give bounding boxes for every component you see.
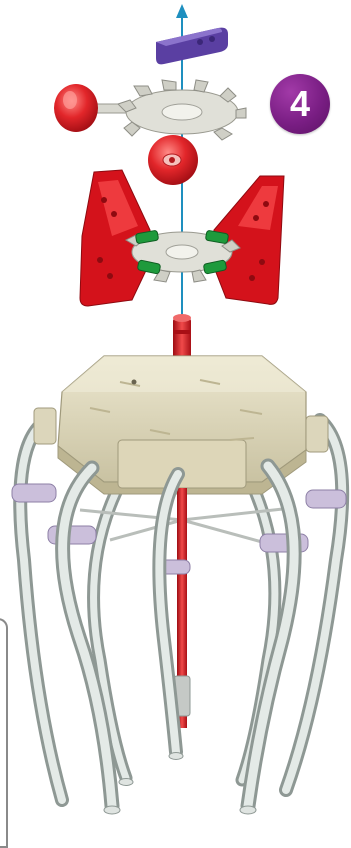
red-bushing-part	[54, 84, 98, 132]
step-number-badge: 4	[270, 74, 330, 134]
panel-frame-edge	[0, 618, 8, 848]
gray-connector-hub-part	[82, 80, 246, 140]
step-number: 4	[290, 83, 310, 125]
purple-clip-part	[156, 28, 228, 65]
red-ball-hub-part	[148, 135, 198, 185]
